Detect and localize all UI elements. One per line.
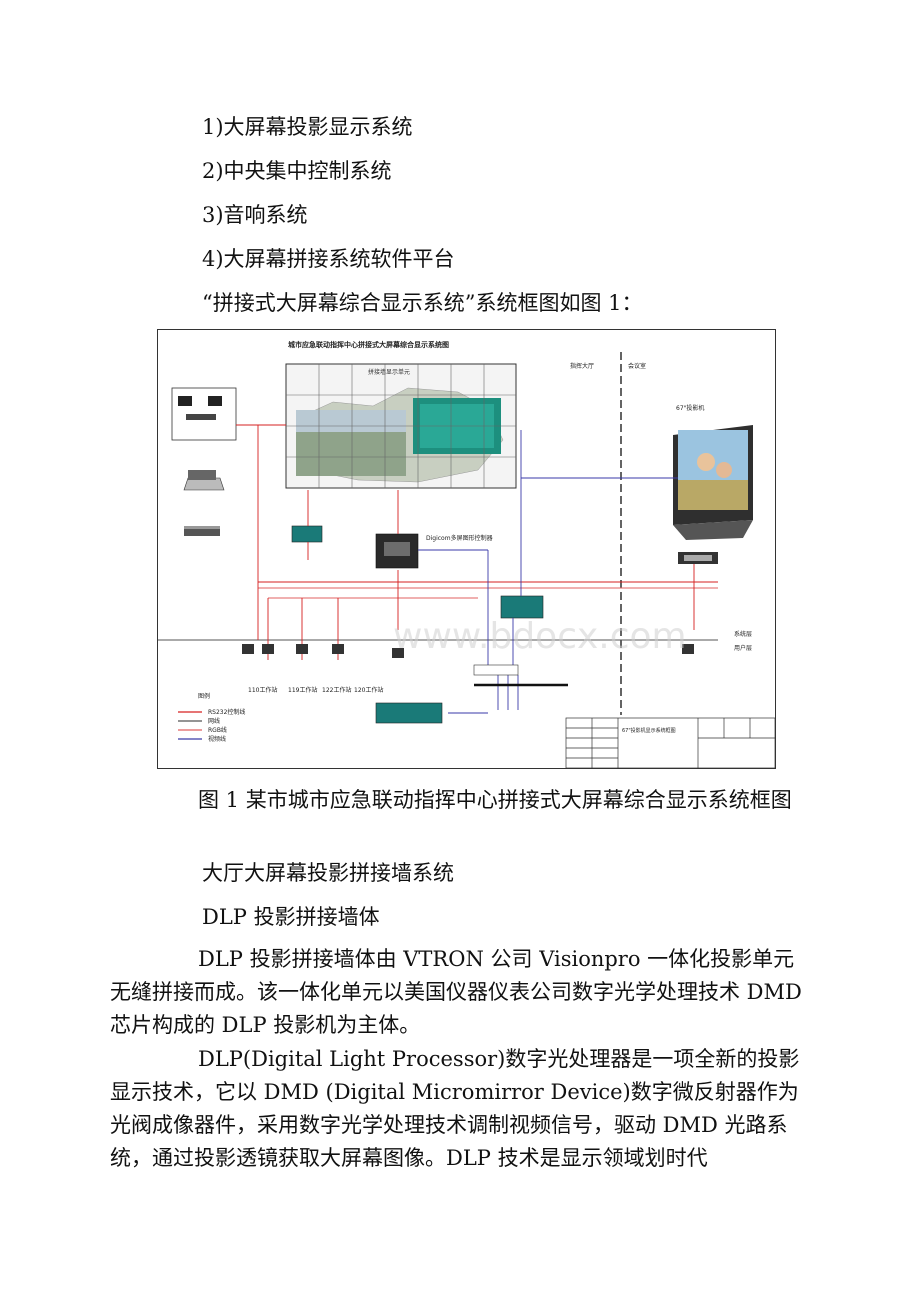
paragraph-1: DLP 投影拼接墙体由 VTRON 公司 Visionpro 一体化投影单元无缝… [110,943,810,1042]
watermark: www.bdocx.com [393,616,687,657]
workstation-label-1: 110工作站 [248,686,277,694]
paragraph-2: DLP(Digital Light Processor)数字光处理器是一项全新的… [110,1043,810,1175]
wall-label: 拼接墙显示单元 [368,368,410,376]
video-wall: 拼接墙显示单元 [285,363,517,489]
list-item-3: 3)音响系统 [202,203,308,227]
workstation-labels: 110工作站 119工作站 122工作站 120工作站 [248,686,383,694]
workstation-label-3: 122工作站 [322,686,351,694]
legend-label-4: 视频线 [208,735,226,743]
diagram-title: 城市应急联动指挥中心拼接式大屏幕综合显示系统图 [288,340,449,349]
projector-67: 67"投影机 [673,404,753,540]
projector-label: 67"投影机 [676,404,704,412]
figure-caption: 图 1 某市城市应急联动指挥中心拼接式大屏幕综合显示系统框图 [110,784,810,817]
section-heading-1: 大厅大屏幕投影拼接墙系统 [202,861,454,885]
layer-top-label: 系统层 [734,630,752,638]
paragraph-2-text: DLP(Digital Light Processor)数字光处理器是一项全新的… [110,1047,800,1170]
legend-title: 图例 [198,692,210,700]
system-diagram-figure: 城市应急联动指挥中心拼接式大屏幕综合显示系统图 拼接墙显示单元 [157,329,776,769]
section-heading-2: DLP 投影拼接墙体 [202,905,380,929]
paragraph-1-text: DLP 投影拼接墙体由 VTRON 公司 Visionpro 一体化投影单元无缝… [110,947,802,1037]
title-block-name: 67"投影机显示系统框图 [622,727,676,734]
title-block [565,717,775,768]
figure-caption-text: 图 1 某市城市应急联动指挥中心拼接式大屏幕综合显示系统框图 [198,788,792,812]
legend-label-2: 网线 [208,717,220,725]
list-item-2: 2)中央集中控制系统 [202,159,392,183]
workstation-label-2: 119工作站 [288,686,317,694]
hall-label: 指挥大厅 [570,362,594,370]
list-item-1: 1)大屏幕投影显示系统 [202,115,413,139]
controller-label: Digicom多屏图形控制器 [426,534,493,542]
legend-label-3: RGB线 [208,726,227,734]
layer-bottom-label: 用户层 [734,644,752,652]
legend: RS232控制线 网线 RGB线 视频线 [178,708,245,743]
workstation-label-4: 120工作站 [354,686,383,694]
room-label: 会议室 [628,362,646,370]
intro-sentence: “拼接式大屏幕综合显示系统”系统框图如图 1： [202,291,643,315]
legend-label-1: RS232控制线 [208,708,245,716]
list-item-4: 4)大屏幕拼接系统软件平台 [202,247,455,271]
